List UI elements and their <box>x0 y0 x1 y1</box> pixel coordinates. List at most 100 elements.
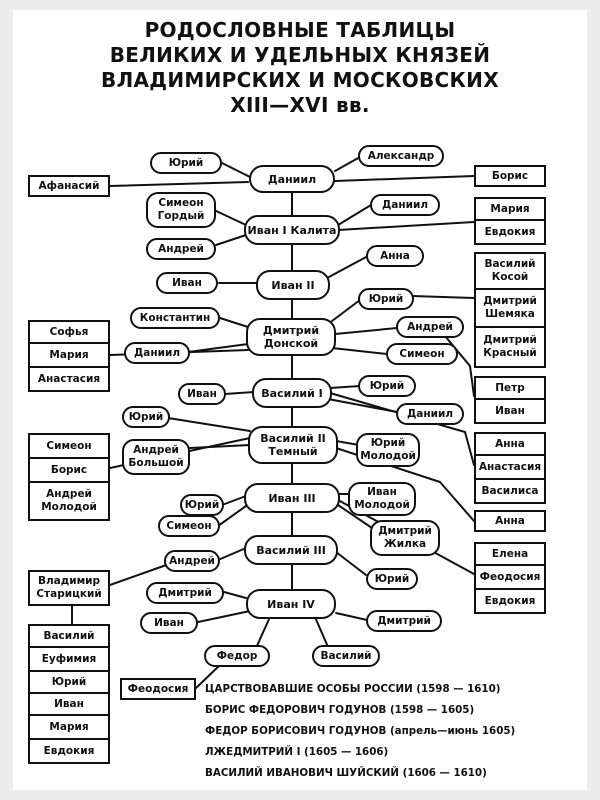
tsars-list-item: ЛЖЕДМИТРИЙ I (1605 — 1606) <box>205 746 389 758</box>
node-dmitry-donskoy: Дмитрий Донской <box>246 318 336 356</box>
line-ivan4-ivan <box>197 610 251 623</box>
line-vasily1-ivan <box>224 391 255 395</box>
tsars-list-item: ФЕДОР БОРИСОВИЧ ГОДУНОВ (апрель—июнь 160… <box>205 725 516 737</box>
box-cell: Дмитрий Красный <box>483 334 537 359</box>
box-cell: Василий Косой <box>476 254 544 290</box>
box-cell: Василий <box>30 626 108 648</box>
line-donskoy-simeon <box>331 347 388 355</box>
line-daniil-boris <box>334 175 475 182</box>
node-daniil: Даниил <box>249 165 335 193</box>
line-ivan1-andrey <box>215 234 247 246</box>
box-cell: Евдокия <box>484 594 536 607</box>
node-konstantin: Константин <box>130 307 220 329</box>
box-cell: Иван <box>495 404 525 417</box>
node-daniil-2: Даниил <box>370 194 440 216</box>
tsars-list: ЦАРСТВОВАВШИЕ ОСОБЫ РОССИИ (1598 — 1610)… <box>205 679 585 784</box>
box-cell: Юрий <box>30 672 108 694</box>
node-yuri: Юрий <box>150 152 222 174</box>
node-ivan-2: Иван II <box>256 270 330 300</box>
box-cell: Евдокия <box>43 744 95 757</box>
box-cell: Дмитрий Шемяка <box>476 290 544 328</box>
box-cell: Василиса <box>481 484 539 497</box>
line-ivan3-yuri <box>221 495 247 506</box>
tsars-list-item: БОРИС ФЕДОРОВИЧ ГОДУНОВ (1598 — 1605) <box>205 704 475 716</box>
box-cell: Евдокия <box>484 225 536 238</box>
node-simeon-3: Симеон <box>158 515 220 537</box>
node-ivan-1-kalita: Иван I Калита <box>244 215 340 245</box>
line-ivan4-dmitry2 <box>335 612 368 621</box>
box-cell: Борис <box>30 459 108 483</box>
line-andrey-vladimir <box>109 562 173 586</box>
line-ivan3-simeon <box>217 505 247 527</box>
box-vasily2-sons: Симеон Борис Андрей Молодой <box>28 433 110 521</box>
line-donskoy-konstantin <box>219 317 249 328</box>
line-donskoy-yuri <box>331 299 361 322</box>
line-vasily3-andrey <box>217 547 247 561</box>
line-donskoy-andrey <box>334 327 398 335</box>
line-ivan1-simeon <box>213 209 247 226</box>
line-ivan2-anna <box>326 255 369 279</box>
line-vasily1-yuri <box>329 385 361 389</box>
box-cell: Мария <box>476 199 544 221</box>
node-vasily-1: Василий I <box>252 378 332 408</box>
node-andrey-1: Андрей <box>146 238 216 260</box>
node-fedor: Федор <box>204 645 270 667</box>
box-cell: Иван <box>30 694 108 716</box>
title-line-3: ВЛАДИМИРСКИХ И МОСКОВСКИХ <box>101 68 499 92</box>
line-andrey-petr-2 <box>469 365 475 397</box>
box-cell: Мария <box>30 716 108 740</box>
node-vasily-c: Василий <box>312 645 380 667</box>
title-line-2: ВЕЛИКИХ И УДЕЛЬНЫХ КНЯЗЕЙ <box>109 43 491 67</box>
box-cell: Еуфимия <box>30 648 108 672</box>
node-anna-1: Анна <box>366 245 424 267</box>
node-vasily-2-temny: Василий II Темный <box>248 426 338 464</box>
line-yuri-sons <box>411 295 475 299</box>
node-ivan-3: Иван III <box>244 483 340 513</box>
node-daniil-4: Даниил <box>396 403 464 425</box>
box-cell: Анастасия <box>476 456 544 480</box>
node-ivan-k: Иван <box>156 272 218 294</box>
tsars-list-heading: ЦАРСТВОВАВШИЕ ОСОБЫ РОССИИ (1598 — 1610) <box>205 683 501 695</box>
node-ivan-4: Иван IV <box>246 589 336 619</box>
node-ivan-4c: Иван <box>140 612 198 634</box>
line-ivan1-daniil <box>337 204 372 226</box>
box-cell: Елена <box>476 544 544 566</box>
node-andrey-3: Андрей <box>164 550 220 572</box>
line-daniil-alexandr <box>334 156 361 172</box>
line-vasily3-yuri <box>335 551 367 576</box>
line-ivan4-fedor <box>255 616 271 649</box>
tsars-list-item: ВАСИЛИЙ ИВАНОВИЧ ШУЙСКИЙ (1606 — 1610) <box>205 767 487 779</box>
box-cell: Андрей Молодой <box>41 488 97 513</box>
node-dmitry-2: Дмитрий <box>366 610 442 632</box>
node-andrey-2: Андрей <box>396 316 464 338</box>
node-andrey-bolshoy: Андрей Большой <box>122 439 190 475</box>
box-vladimir-staritsky: Владимир Старицкий <box>28 570 110 606</box>
box-donskoy-daughters: Софья Мария Анастасия <box>28 320 110 392</box>
box-boris: Борис <box>474 165 546 187</box>
line-vasily1-d2 <box>464 431 475 466</box>
node-yuri-3: Юрий <box>358 375 416 397</box>
box-cell: Петр <box>476 378 544 400</box>
node-vasily-3: Василий III <box>244 535 338 565</box>
box-vasily1-daughters: Анна Анастасия Василиса <box>474 432 546 504</box>
node-yuri-4: Юрий <box>122 406 170 428</box>
line-vasily2-andrey <box>189 444 251 449</box>
line-daniil-yuri <box>221 162 251 178</box>
line-vasily2-yuri-m <box>335 440 360 446</box>
box-cell: Анастасия <box>37 372 101 385</box>
box-cell: Мария <box>30 344 108 368</box>
node-yuri-2: Юрий <box>358 288 414 310</box>
line-ivan1-daughters <box>337 221 475 231</box>
node-ivan-molodoy: Иван Молодой <box>348 482 416 516</box>
node-yuri-molodoy: Юрий Молодой <box>356 433 420 467</box>
box-feodosia: Феодосия <box>120 678 196 700</box>
diagram-title: РОДОСЛОВНЫЕ ТАБЛИЦЫ ВЕЛИКИХ И УДЕЛЬНЫХ К… <box>20 18 580 118</box>
node-yuri-5: Юрий <box>180 494 224 516</box>
box-yuri-sons: Василий Косой Дмитрий Шемяка Дмитрий Кра… <box>474 252 546 368</box>
box-cell: Софья <box>30 322 108 344</box>
box-petr-ivan: Петр Иван <box>474 376 546 424</box>
line-ivan4-dmitry1 <box>223 591 247 599</box>
box-afanasy: Афанасий <box>28 175 110 197</box>
line-vasily2-yuri <box>167 417 251 432</box>
